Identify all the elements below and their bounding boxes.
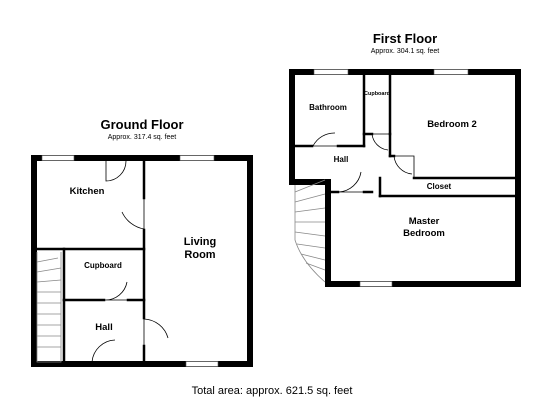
- ground-floor-title: Ground Floor: [100, 117, 183, 132]
- kitchen-back-door: [105, 160, 127, 182]
- living-room-window-top: [179, 155, 215, 161]
- room-label-cupboard-first: Cupboard: [364, 91, 390, 97]
- room-label-bathroom: Bathroom: [309, 103, 347, 112]
- front-door: [91, 339, 116, 363]
- room-label-hall: Hall: [95, 322, 112, 333]
- room-label-living-line2: Room: [184, 249, 215, 261]
- room-label-master-line1: Master: [409, 216, 440, 227]
- ground-floor-plan: Ground Floor Approx. 317.4 sq. feet Kitc: [31, 117, 253, 367]
- first-floor-title: First Floor: [373, 31, 437, 46]
- master-bedroom-window: [359, 281, 393, 287]
- cupboard-door-first: [371, 133, 390, 151]
- room-label-master-line2: Bedroom: [403, 228, 445, 239]
- bedroom-2-window: [433, 69, 469, 75]
- first-floor-stairs: [294, 179, 326, 283]
- living-hall-door: [143, 318, 169, 345]
- bathroom-door: [312, 132, 337, 147]
- bedroom-2-door: [393, 155, 415, 178]
- room-label-kitchen: Kitchen: [70, 186, 105, 197]
- kitchen-window: [41, 155, 75, 161]
- first-floor-area: Approx. 304.1 sq. feet: [371, 48, 440, 55]
- total-area-caption: Total area: approx. 621.5 sq. feet: [192, 385, 353, 397]
- first-floor-plan: First Floor Approx. 304.1 sq. feet: [289, 31, 521, 287]
- ground-floor-area: Approx. 317.4 sq. feet: [108, 134, 177, 141]
- cupboard-door: [104, 281, 128, 301]
- bathroom-window: [313, 69, 349, 75]
- first-floor-outer-wall: [289, 69, 521, 287]
- kitchen-living-door: [121, 199, 145, 230]
- ground-floor-outer-wall: [31, 155, 253, 367]
- master-bedroom-door: [338, 171, 363, 193]
- room-label-cupboard: Cupboard: [84, 261, 122, 270]
- ground-floor-stairs: [36, 252, 62, 363]
- room-label-hall-first: Hall: [334, 155, 349, 164]
- room-label-living-line1: Living: [184, 236, 216, 248]
- room-label-closet: Closet: [427, 182, 452, 191]
- room-label-bedroom-2: Bedroom 2: [427, 119, 477, 130]
- living-room-window-bottom: [185, 361, 219, 367]
